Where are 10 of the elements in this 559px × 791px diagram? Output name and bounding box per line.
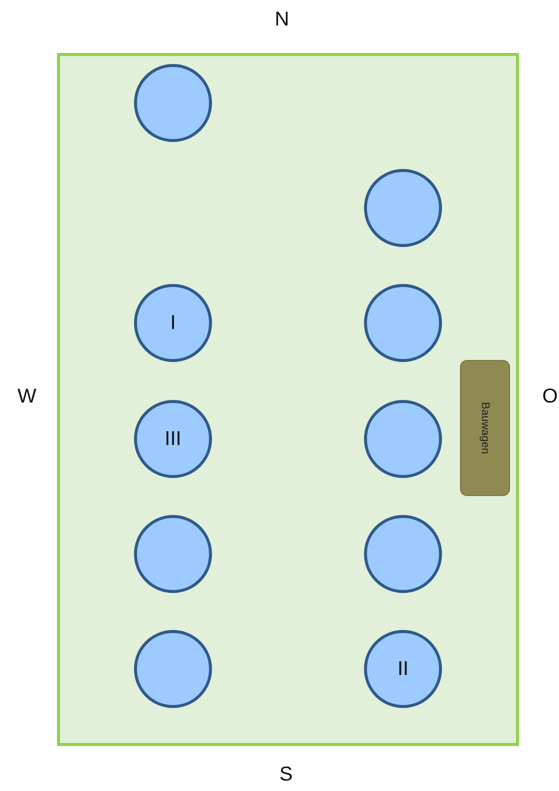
compass-label: S <box>279 764 293 786</box>
numeral-label: II <box>397 658 409 680</box>
trailer-block <box>460 360 510 496</box>
numeral-label: III <box>164 428 182 450</box>
compass-label: N <box>274 8 290 32</box>
compass-label: W <box>18 386 36 408</box>
trailer-label: Bauwagen <box>479 402 491 454</box>
field-area <box>57 53 519 746</box>
numeral-label: I <box>170 312 176 334</box>
compass-label: O <box>542 386 558 408</box>
